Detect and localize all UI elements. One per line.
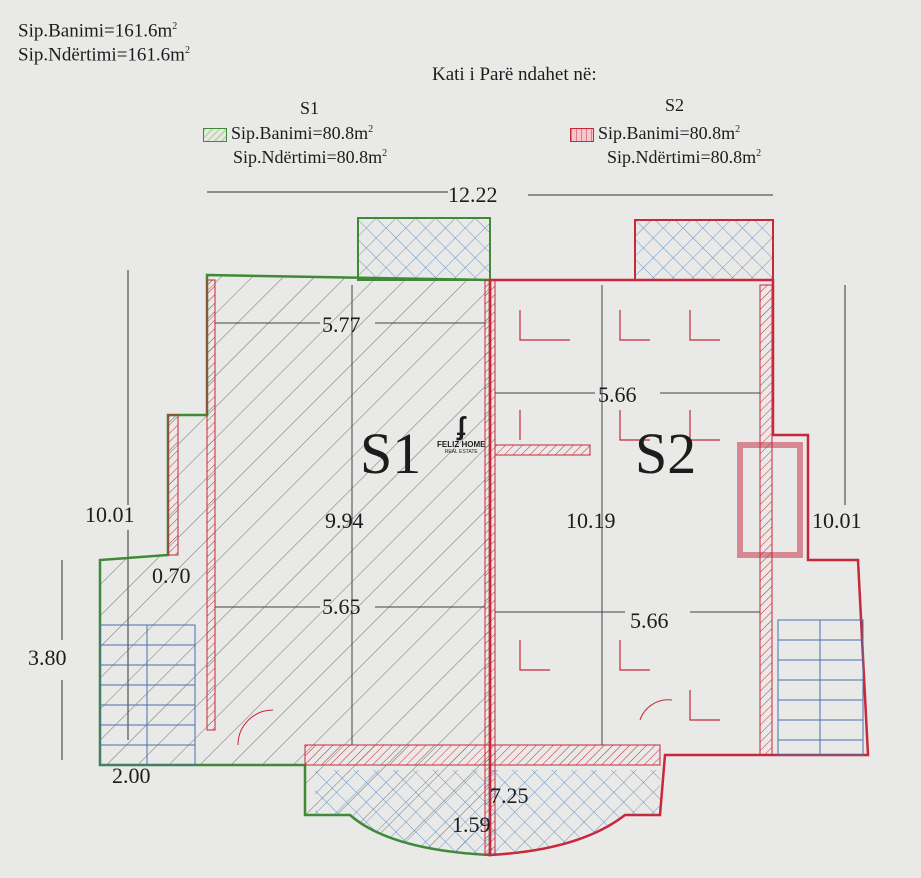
legend-s1-residential: Sip.Banimi=80.8m2: [203, 119, 373, 144]
s2-stairs: [777, 619, 864, 756]
dim-bay-width: 7.25: [490, 783, 529, 808]
dim-s1-mid: 5.65: [322, 594, 361, 619]
unit-label-s2: S2: [635, 421, 697, 486]
front-bay: [315, 770, 660, 855]
dim-left-depth: 10.01: [85, 502, 135, 527]
dim-right-depth: 10.01: [812, 508, 862, 533]
dim-total-width: 12.22: [448, 182, 498, 207]
total-residential-area: Sip.Banimi=161.6m2: [18, 20, 178, 42]
legend-s1-title: S1: [300, 98, 320, 118]
s1-balcony: [357, 217, 491, 281]
unit-s2-area: [488, 278, 870, 857]
watermark: ʄ FELIZ HOME REAL ESTATE: [437, 411, 486, 455]
legend-s2-title: S2: [665, 95, 685, 115]
division-title: Kati i Parë ndahet në:: [432, 64, 597, 85]
dim-s2-top: 5.66: [598, 382, 637, 407]
dim-bay-depth: 1.59: [452, 812, 491, 837]
unit-label-s1: S1: [360, 421, 422, 486]
party-wall: [484, 279, 496, 856]
dim-s1-top: 5.77: [322, 312, 361, 337]
watermark-logo-icon: ʄ: [456, 411, 466, 441]
green-hatch-swatch-icon: [203, 127, 227, 142]
s2-balcony: [634, 219, 774, 280]
red-grid-swatch-icon: [570, 127, 594, 142]
dim-wall: 0.70: [152, 563, 191, 588]
dim-stair-depth: 3.80: [28, 645, 67, 670]
legend-s2-construction: Sip.Ndërtimi=80.8m2: [607, 147, 762, 167]
dim-s1-depth: 9.94: [325, 508, 364, 533]
total-construction-area: Sip.Ndërtimi=161.6m2: [18, 44, 190, 66]
legend-s1-construction: Sip.Ndërtimi=80.8m2: [233, 147, 388, 167]
dim-s2-mid: 5.66: [630, 608, 669, 633]
s1-stairs: [99, 624, 196, 766]
dim-stair-width: 2.00: [112, 763, 151, 788]
legend-s2-residential: Sip.Banimi=80.8m2: [570, 119, 740, 144]
dim-s2-depth: 10.19: [566, 508, 616, 533]
